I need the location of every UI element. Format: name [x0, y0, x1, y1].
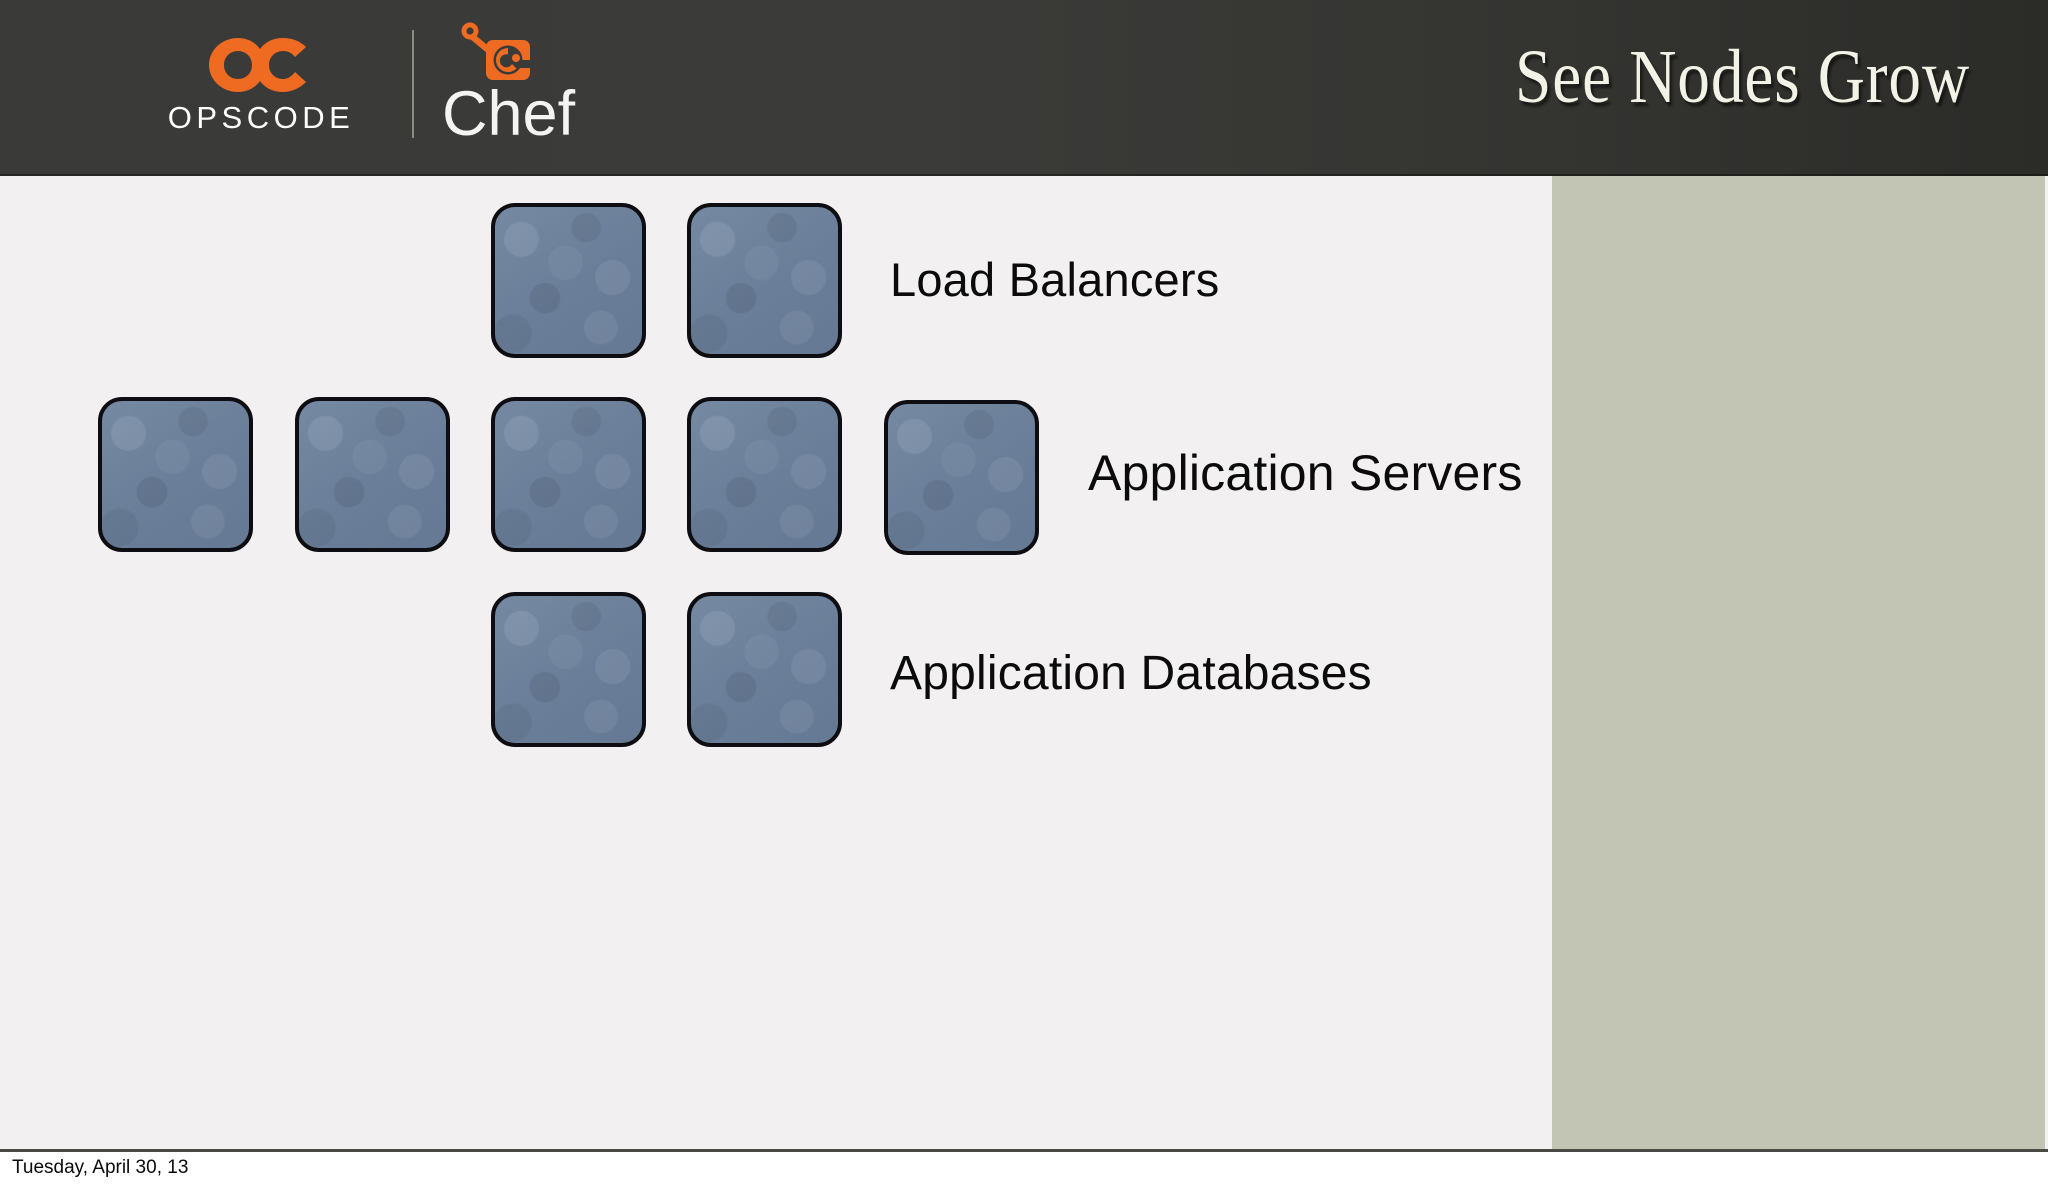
- row-label-load-balancers: Load Balancers: [890, 253, 1220, 306]
- node-box-load-balancers-2[interactable]: [687, 203, 842, 358]
- node-box-application-databases-1[interactable]: [491, 592, 646, 747]
- chef-brand: Chef: [442, 22, 612, 146]
- slide-canvas: OPSCODE Chef See Nodes Grow Load Bal: [0, 0, 2048, 1152]
- slide-footer: Tuesday, April 30, 13: [0, 1152, 2048, 1184]
- opscode-brand: OPSCODE: [130, 36, 392, 133]
- row-label-application-servers: Application Servers: [1088, 445, 1523, 501]
- node-box-application-servers-3[interactable]: [491, 397, 646, 552]
- node-box-load-balancers-1[interactable]: [491, 203, 646, 358]
- node-box-application-servers-5[interactable]: [884, 400, 1039, 555]
- brand-lockup: OPSCODE Chef: [130, 14, 612, 154]
- opscode-wordmark: OPSCODE: [167, 99, 355, 135]
- node-box-application-servers-4[interactable]: [687, 397, 842, 552]
- slide-header-bar: OPSCODE Chef See Nodes Grow: [0, 0, 2048, 176]
- row-label-application-databases: Application Databases: [890, 647, 1372, 700]
- chef-logo-icon: [461, 22, 532, 80]
- opscode-oc-logo-icon: [209, 37, 306, 92]
- node-box-application-servers-1[interactable]: [98, 397, 253, 552]
- brand-divider: [412, 30, 414, 138]
- footer-date: Tuesday, April 30, 13: [12, 1157, 189, 1178]
- page-title: See Nodes Grow: [1515, 35, 1970, 119]
- node-box-application-servers-2[interactable]: [295, 397, 450, 552]
- accent-side-panel: [1552, 176, 2045, 1149]
- node-box-application-databases-2[interactable]: [687, 592, 842, 747]
- chef-wordmark: Chef: [442, 79, 576, 149]
